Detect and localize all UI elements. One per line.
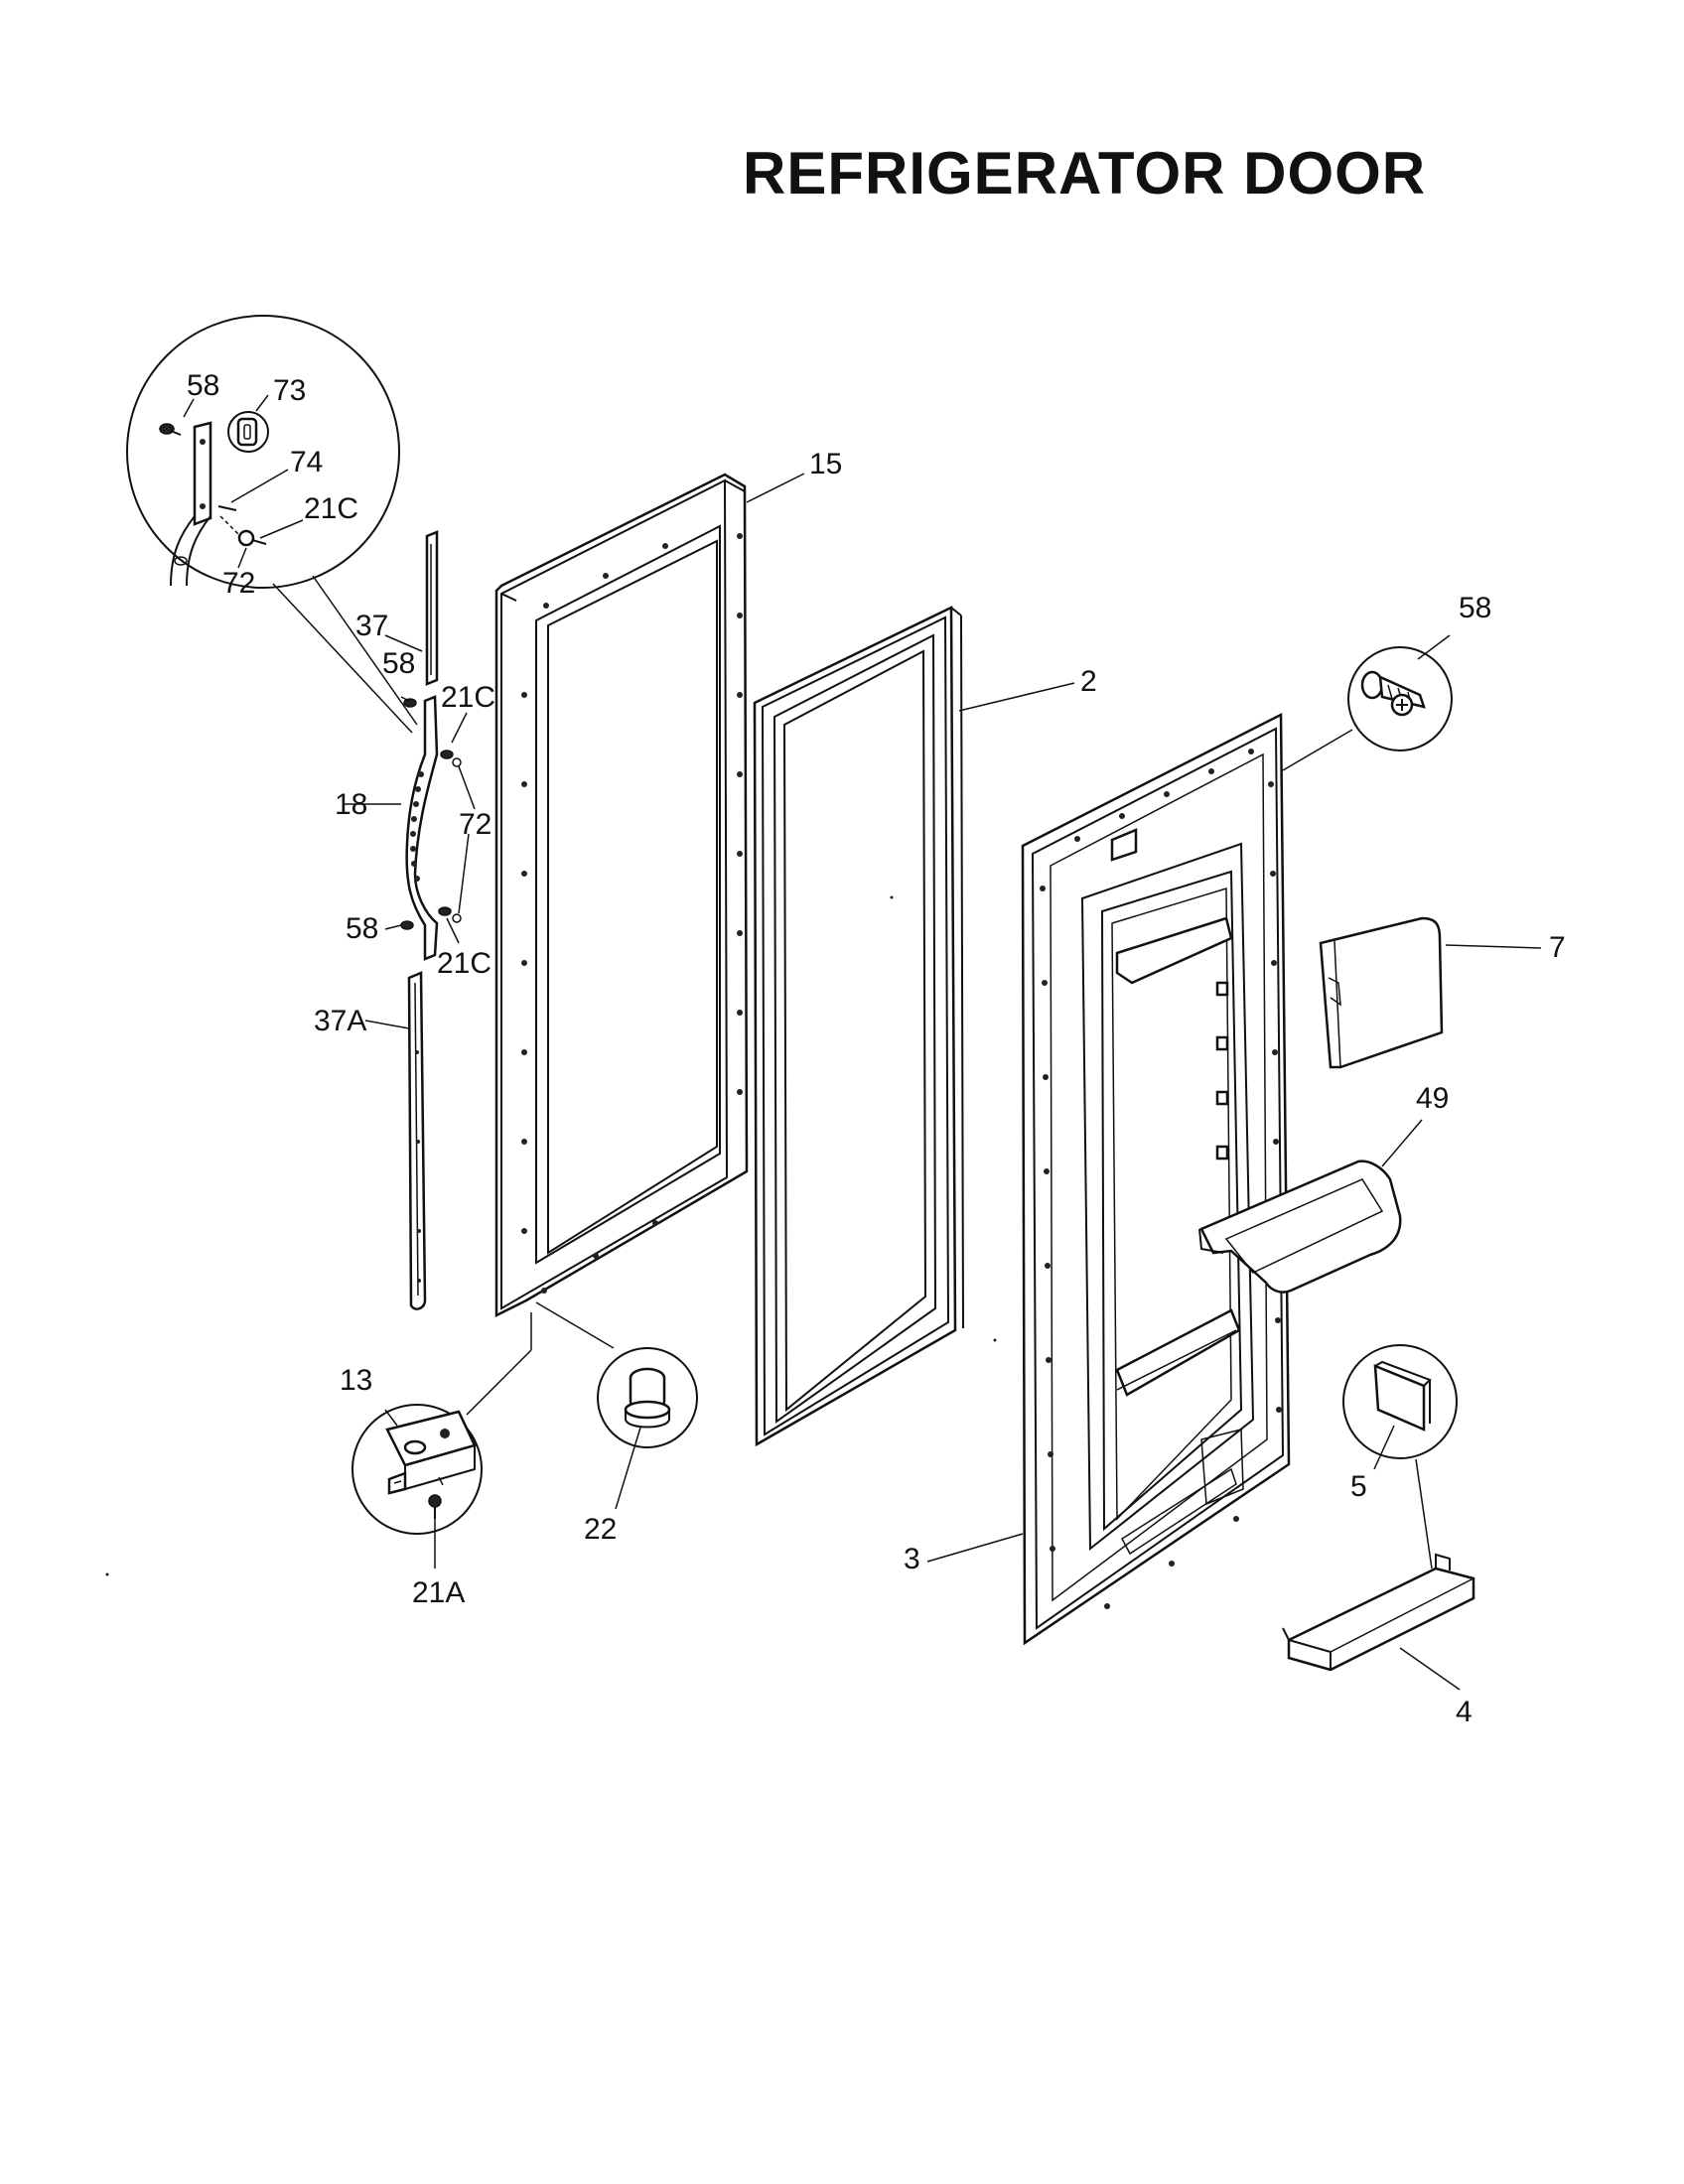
label-7: 7 — [1549, 931, 1566, 964]
screw-21c-detail — [237, 529, 267, 547]
bin-bar-4: 4 — [1282, 1553, 1475, 1728]
label-73: 73 — [273, 374, 306, 407]
label-21a: 21A — [412, 1576, 465, 1609]
label-58-upper: 58 — [382, 647, 415, 680]
label-37a: 37A — [314, 1005, 366, 1037]
screws-72: 72 — [458, 765, 491, 914]
trim-37a: 37A — [314, 971, 427, 1310]
label-37: 37 — [355, 610, 388, 642]
screw-58-detail — [159, 423, 182, 436]
screw-58-lower: 58 — [346, 912, 414, 945]
hinge-bracket-13-callout: 13 21A — [340, 1364, 483, 1609]
label-5: 5 — [1350, 1470, 1367, 1503]
screw-58-upper: 58 — [382, 647, 417, 708]
label-58-lower: 58 — [346, 912, 378, 945]
label-4: 4 — [1456, 1696, 1473, 1728]
label-58-right: 58 — [1459, 592, 1491, 624]
door-gasket-2: 2 — [753, 606, 1097, 1447]
label-72-detail: 72 — [222, 567, 255, 600]
handle-end-piece — [170, 421, 212, 587]
handle-screws: 58 21C 72 58 21C — [346, 647, 495, 980]
label-21c-lower: 21C — [437, 947, 491, 980]
dairy-door-7: 7 — [1319, 916, 1566, 1069]
trim-37: 37 — [355, 530, 439, 686]
label-72: 72 — [459, 808, 491, 841]
diagram-title: REFRIGERATOR DOOR — [743, 140, 1427, 206]
screw-58-callout: 58 — [1282, 592, 1491, 771]
label-58-detail: 58 — [187, 369, 219, 402]
bumper-22-callout: 22 — [584, 1347, 698, 1546]
label-22: 22 — [584, 1513, 617, 1546]
pin-74 — [217, 505, 241, 537]
handle-detail-circle: 58 73 74 21C 72 — [126, 315, 400, 600]
label-21c-upper: 21C — [441, 681, 495, 714]
inner-door-liner-3: 3 — [904, 712, 1291, 1646]
handle-18: 18 — [335, 695, 439, 961]
clip-73 — [227, 411, 269, 453]
label-2: 2 — [1080, 665, 1097, 698]
label-15: 15 — [809, 448, 842, 480]
label-13: 13 — [340, 1364, 372, 1397]
bin-end-5-callout: 5 — [1342, 1344, 1458, 1570]
label-18: 18 — [335, 788, 367, 821]
door-bin-49: 49 — [1198, 1082, 1449, 1294]
door-outer-panel-15: 15 — [494, 448, 842, 1318]
screw-21c-upper: 21C — [440, 681, 495, 767]
label-21c-detail: 21C — [304, 492, 358, 525]
label-74: 74 — [290, 446, 323, 478]
label-3: 3 — [904, 1543, 920, 1575]
screw-21c-lower: 21C — [437, 906, 491, 980]
label-49: 49 — [1416, 1082, 1449, 1115]
